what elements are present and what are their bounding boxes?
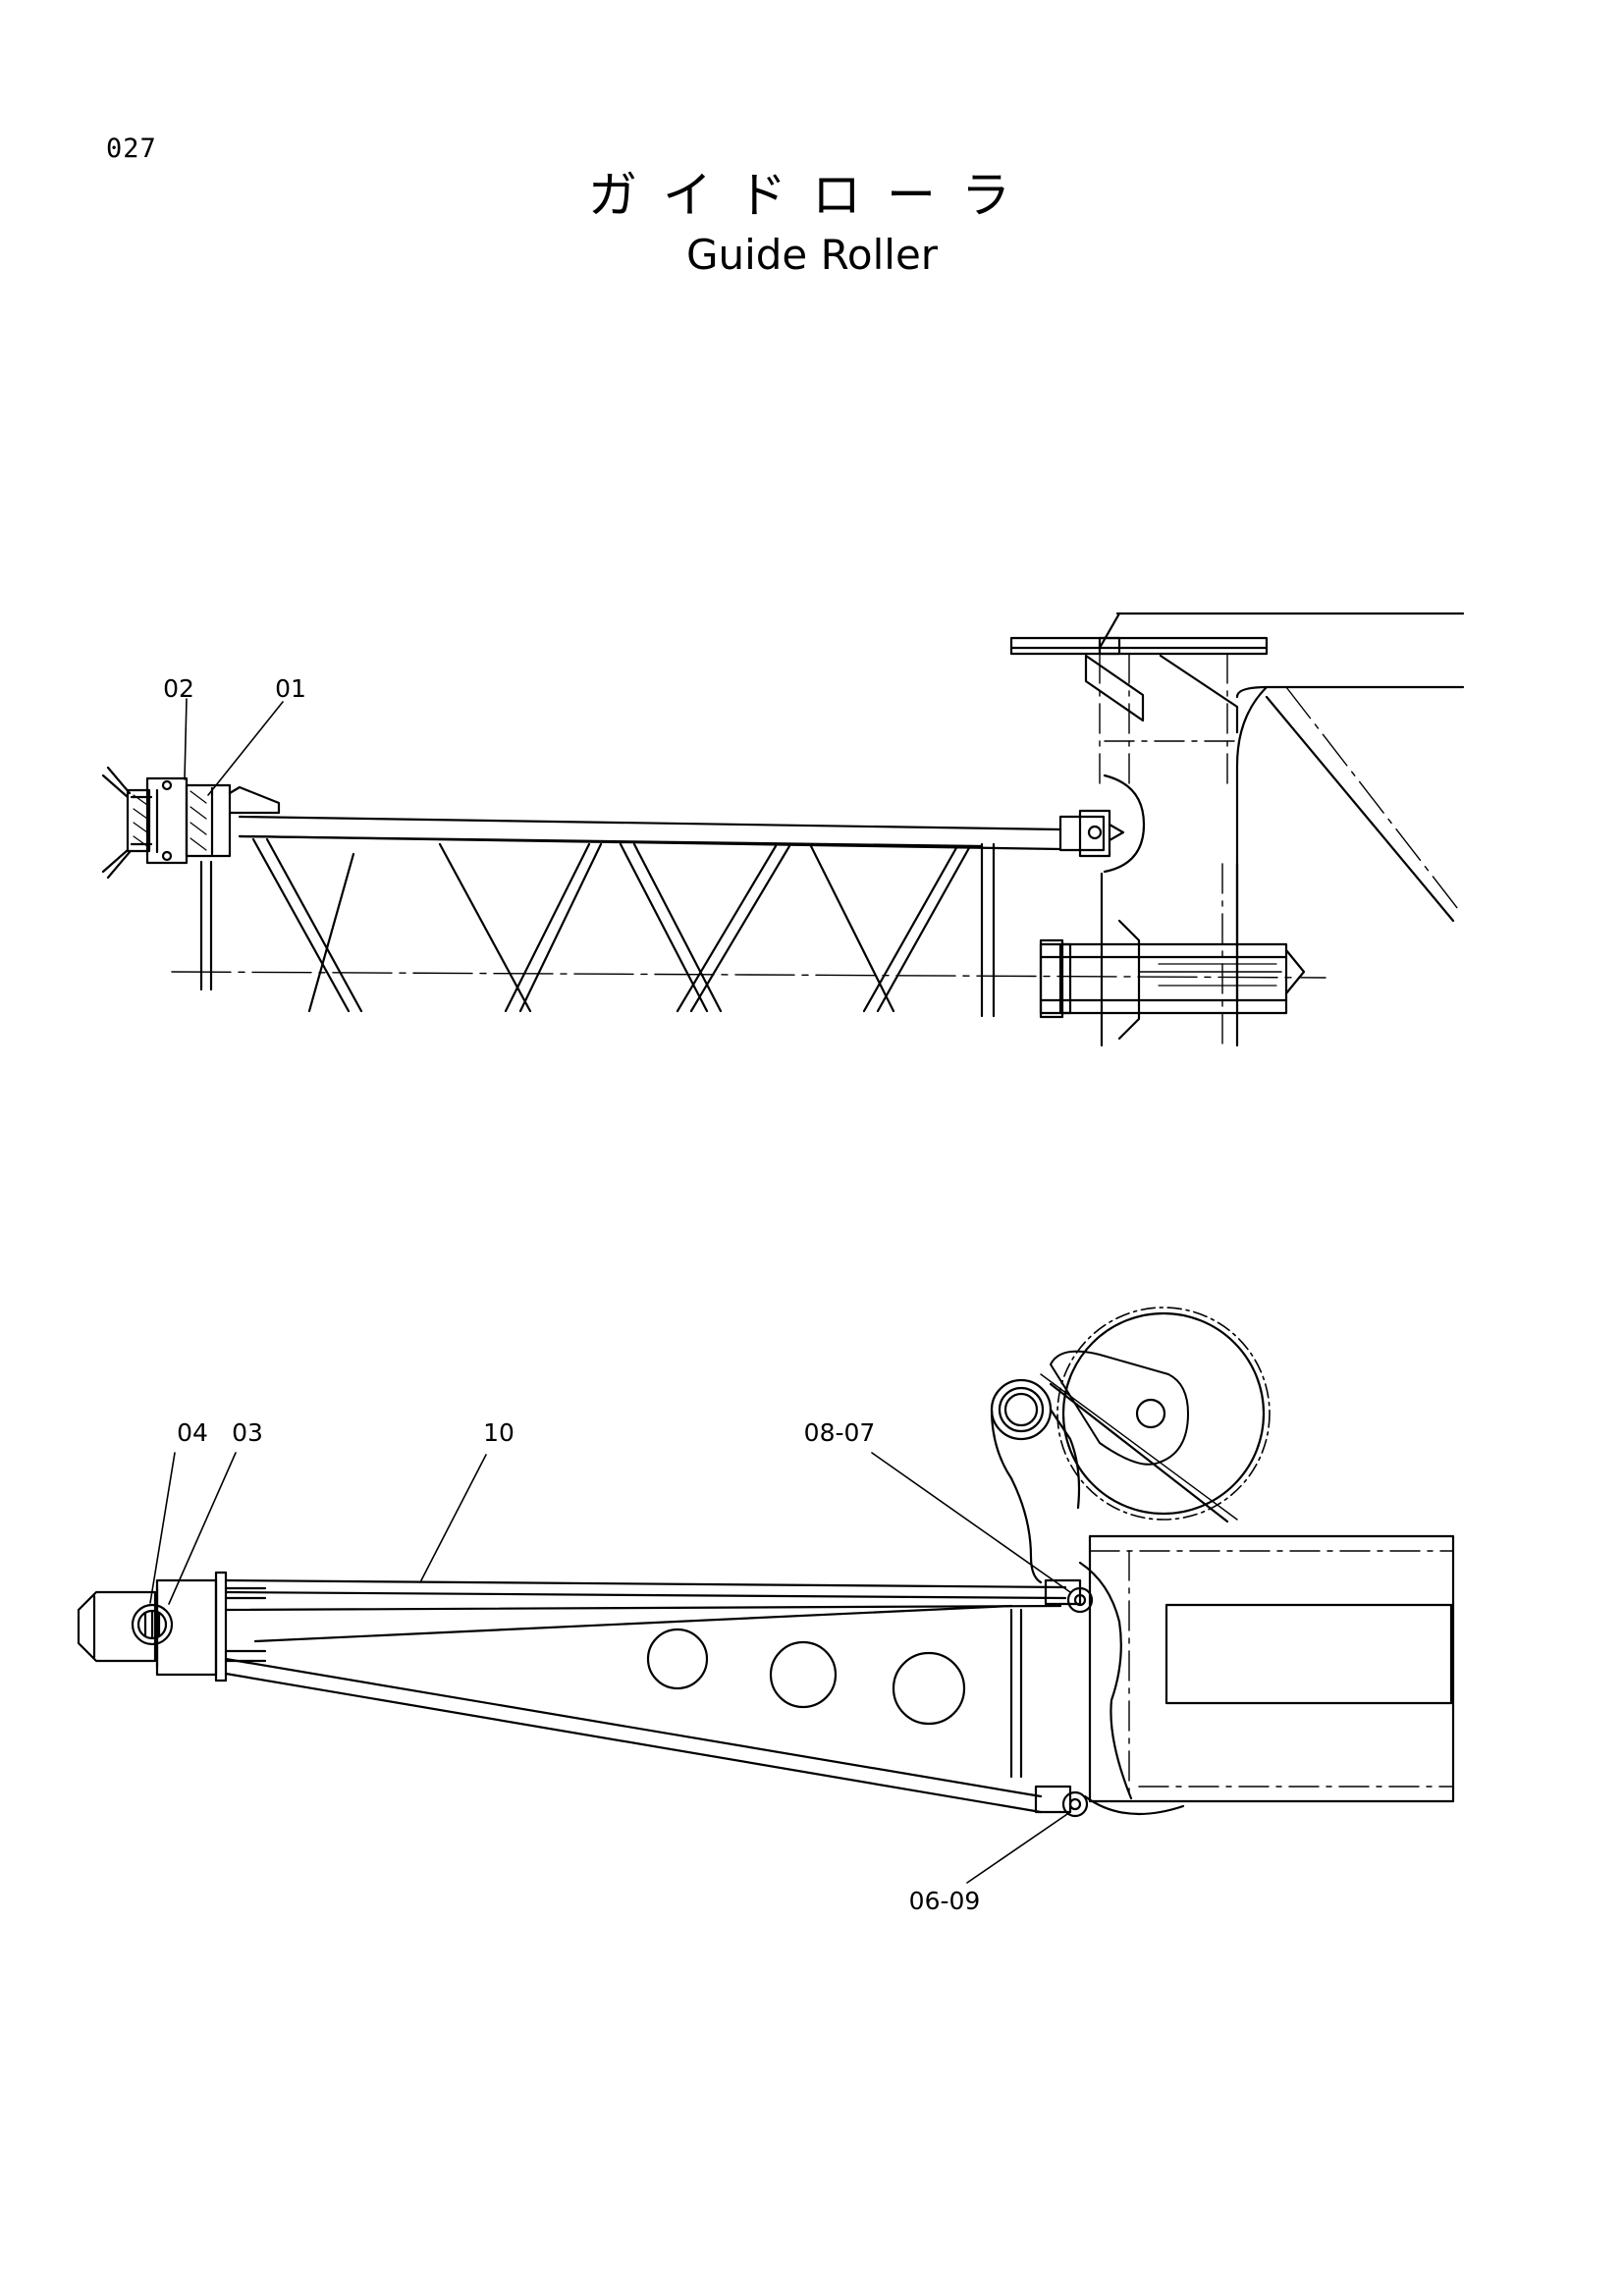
roller-wheel (990, 1307, 1271, 1584)
leader-10 (419, 1454, 487, 1583)
lower-frame (1078, 1534, 1455, 1816)
upper-arm (238, 809, 1125, 858)
callout-10: 10 (483, 1418, 514, 1447)
lattice (238, 834, 996, 1018)
lower-view (77, 1307, 1455, 1884)
leader-02 (184, 698, 188, 780)
upper-view (101, 612, 1465, 1047)
leader-06-09 (966, 1811, 1071, 1884)
callout-01: 01 (275, 674, 306, 703)
guide-roller-head (101, 766, 281, 991)
leader-01 (207, 701, 284, 796)
callout-03: 03 (232, 1418, 263, 1447)
callout-02: 02 (163, 674, 194, 703)
leader-04 (149, 1452, 176, 1604)
title-english: Guide Roller (685, 231, 939, 279)
lower-arm (77, 1571, 1094, 1818)
leader-03 (168, 1452, 237, 1605)
title-japanese: ガイドローラ (588, 167, 1036, 224)
callout-06-09: 06-09 (909, 1887, 981, 1915)
upper-frame (1009, 612, 1465, 1047)
callout-04: 04 (177, 1418, 208, 1447)
page-number: 027 (106, 133, 157, 164)
callout-08-07: 08-07 (804, 1418, 876, 1447)
title-block: ガイドローラ Guide Roller (0, 165, 1624, 283)
upper-centerline (171, 971, 1326, 979)
leader-08-07 (871, 1452, 1071, 1593)
